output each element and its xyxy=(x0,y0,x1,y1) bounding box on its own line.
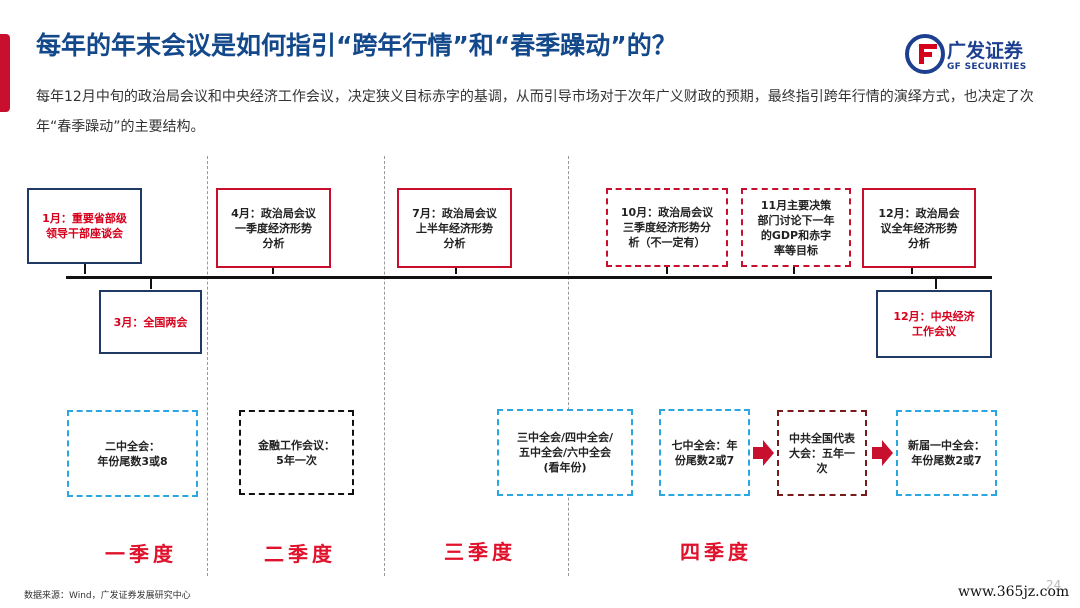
session-text: 年份尾数3或8 xyxy=(97,454,168,468)
event-text: 三季度经济形势分 xyxy=(623,221,711,234)
event-text: 3月：全国两会 xyxy=(113,315,188,329)
intro-paragraph: 每年12月中旬的政治局会议和中央经济工作会议，决定狭义目标赤字的基调，从而引导市… xyxy=(36,89,1034,135)
quarter-divider xyxy=(384,156,385,576)
session-text: 年份尾数2或7 xyxy=(911,454,982,467)
session-text: 5年一次 xyxy=(276,453,317,467)
event-text: 分析 xyxy=(443,236,466,250)
logo-name-en: GF SECURITIES xyxy=(947,62,1027,72)
session-text: 中共全国代表 xyxy=(789,431,855,445)
session-text: 次 xyxy=(816,461,828,475)
watermark: www.365jz.com xyxy=(958,584,1070,600)
session-financial-work-conference: 金融工作会议：5年一次 xyxy=(239,410,354,495)
event-november-targets: 11月主要决策部门讨论下一年的GDP和赤字率等目标 xyxy=(741,188,851,267)
event-july-politburo: 7月：政治局会议上半年经济形势分析 xyxy=(397,188,512,268)
event-text: 4月：政治局会议 xyxy=(231,206,316,220)
logo-name-cn: 广发证券 xyxy=(947,40,1024,62)
event-text: 工作会议 xyxy=(912,325,956,338)
session-seventh-plenary: 七中全会：年份尾数2或7 xyxy=(659,409,750,496)
timeline-tick xyxy=(911,264,913,274)
quarter-label-q2: 二季度 xyxy=(264,542,336,566)
timeline-tick xyxy=(150,279,152,289)
quarter-divider xyxy=(568,156,569,576)
quarter-label-q1: 一季度 xyxy=(105,542,177,566)
timeline-axis xyxy=(66,276,992,279)
event-text: 分析 xyxy=(908,236,930,250)
title-accent-bar xyxy=(0,34,10,112)
quarter-divider xyxy=(207,156,208,576)
event-text: 率等目标 xyxy=(774,243,818,257)
event-text: 分析 xyxy=(262,236,285,250)
event-text: 上半年经济形势 xyxy=(416,221,493,235)
event-text: 12月：中央经济 xyxy=(893,310,975,323)
event-april-politburo: 4月：政治局会议一季度经济形势分析 xyxy=(216,188,331,268)
page-title: 每年的年末会议是如何指引“跨年行情”和“春季躁动”的？ xyxy=(36,31,677,60)
timeline-tick xyxy=(666,264,668,274)
timeline-tick xyxy=(84,264,86,274)
session-text: 二中全会： xyxy=(105,439,160,453)
event-text: 部门讨论下一年 xyxy=(757,213,835,227)
data-source-note: 数据来源：Wind，广发证券发展研究中心 xyxy=(24,591,191,601)
event-december-politburo: 12月：政治局会议全年经济形势分析 xyxy=(862,188,976,268)
quarter-label-q4: 四季度 xyxy=(680,540,752,564)
session-third-to-sixth-plenary: 三中全会/四中全会/五中全会/六中全会 (看年份) xyxy=(497,409,633,496)
event-text: 7月：政治局会议 xyxy=(412,206,497,220)
event-december-economic-conference: 12月：中央经济工作会议 xyxy=(876,290,992,358)
event-text: 11月主要决策 xyxy=(760,198,832,212)
event-october-politburo: 10月：政治局会议三季度经济形势分析（不一定有） xyxy=(606,188,728,267)
session-text: 份尾数2或7 xyxy=(674,453,735,467)
event-text: 领导干部座谈会 xyxy=(46,227,123,240)
timeline-tick xyxy=(455,264,457,274)
event-text: 12月：政治局会 xyxy=(878,206,960,220)
event-text: 议全年经济形势 xyxy=(880,221,958,235)
event-march-two-sessions: 3月：全国两会 xyxy=(99,290,202,354)
timeline-tick xyxy=(935,279,937,289)
session-text: 七中全会：年 xyxy=(671,438,738,452)
timeline-tick xyxy=(793,264,795,274)
quarter-label-q3: 三季度 xyxy=(444,540,516,564)
event-january-symposium: 1月：重要省部级领导干部座谈会 xyxy=(27,188,142,264)
gf-logo-icon xyxy=(905,34,945,74)
session-text: 大会：五年一 xyxy=(789,446,855,460)
session-new-first-plenary: 新届一中全会： 年份尾数2或7 xyxy=(896,410,997,496)
session-national-congress: 中共全国代表大会：五年一次 xyxy=(777,410,867,496)
right-arrow-icon xyxy=(872,440,893,466)
session-second-plenary: 二中全会：年份尾数3或8 xyxy=(67,410,198,497)
event-text: 的GDP和赤字 xyxy=(760,228,832,242)
event-text: 10月：政治局会议 xyxy=(620,206,714,219)
page-number: 24 xyxy=(1046,578,1062,592)
event-text: 1月：重要省部级 xyxy=(42,212,127,225)
event-text: 一季度经济形势 xyxy=(235,221,312,235)
event-text: 析（不一定有） xyxy=(628,236,706,249)
timeline-tick xyxy=(272,264,274,274)
session-text: 新届一中全会： xyxy=(908,439,985,452)
right-arrow-icon xyxy=(753,440,774,466)
session-text: 五中全会/六中全会 xyxy=(518,446,611,459)
session-text: 金融工作会议： xyxy=(258,438,335,452)
company-logo: 广发证券 GF SECURITIES xyxy=(905,32,1055,80)
session-text: 三中全会/四中全会/ xyxy=(516,431,614,444)
session-text: (看年份) xyxy=(543,461,587,474)
